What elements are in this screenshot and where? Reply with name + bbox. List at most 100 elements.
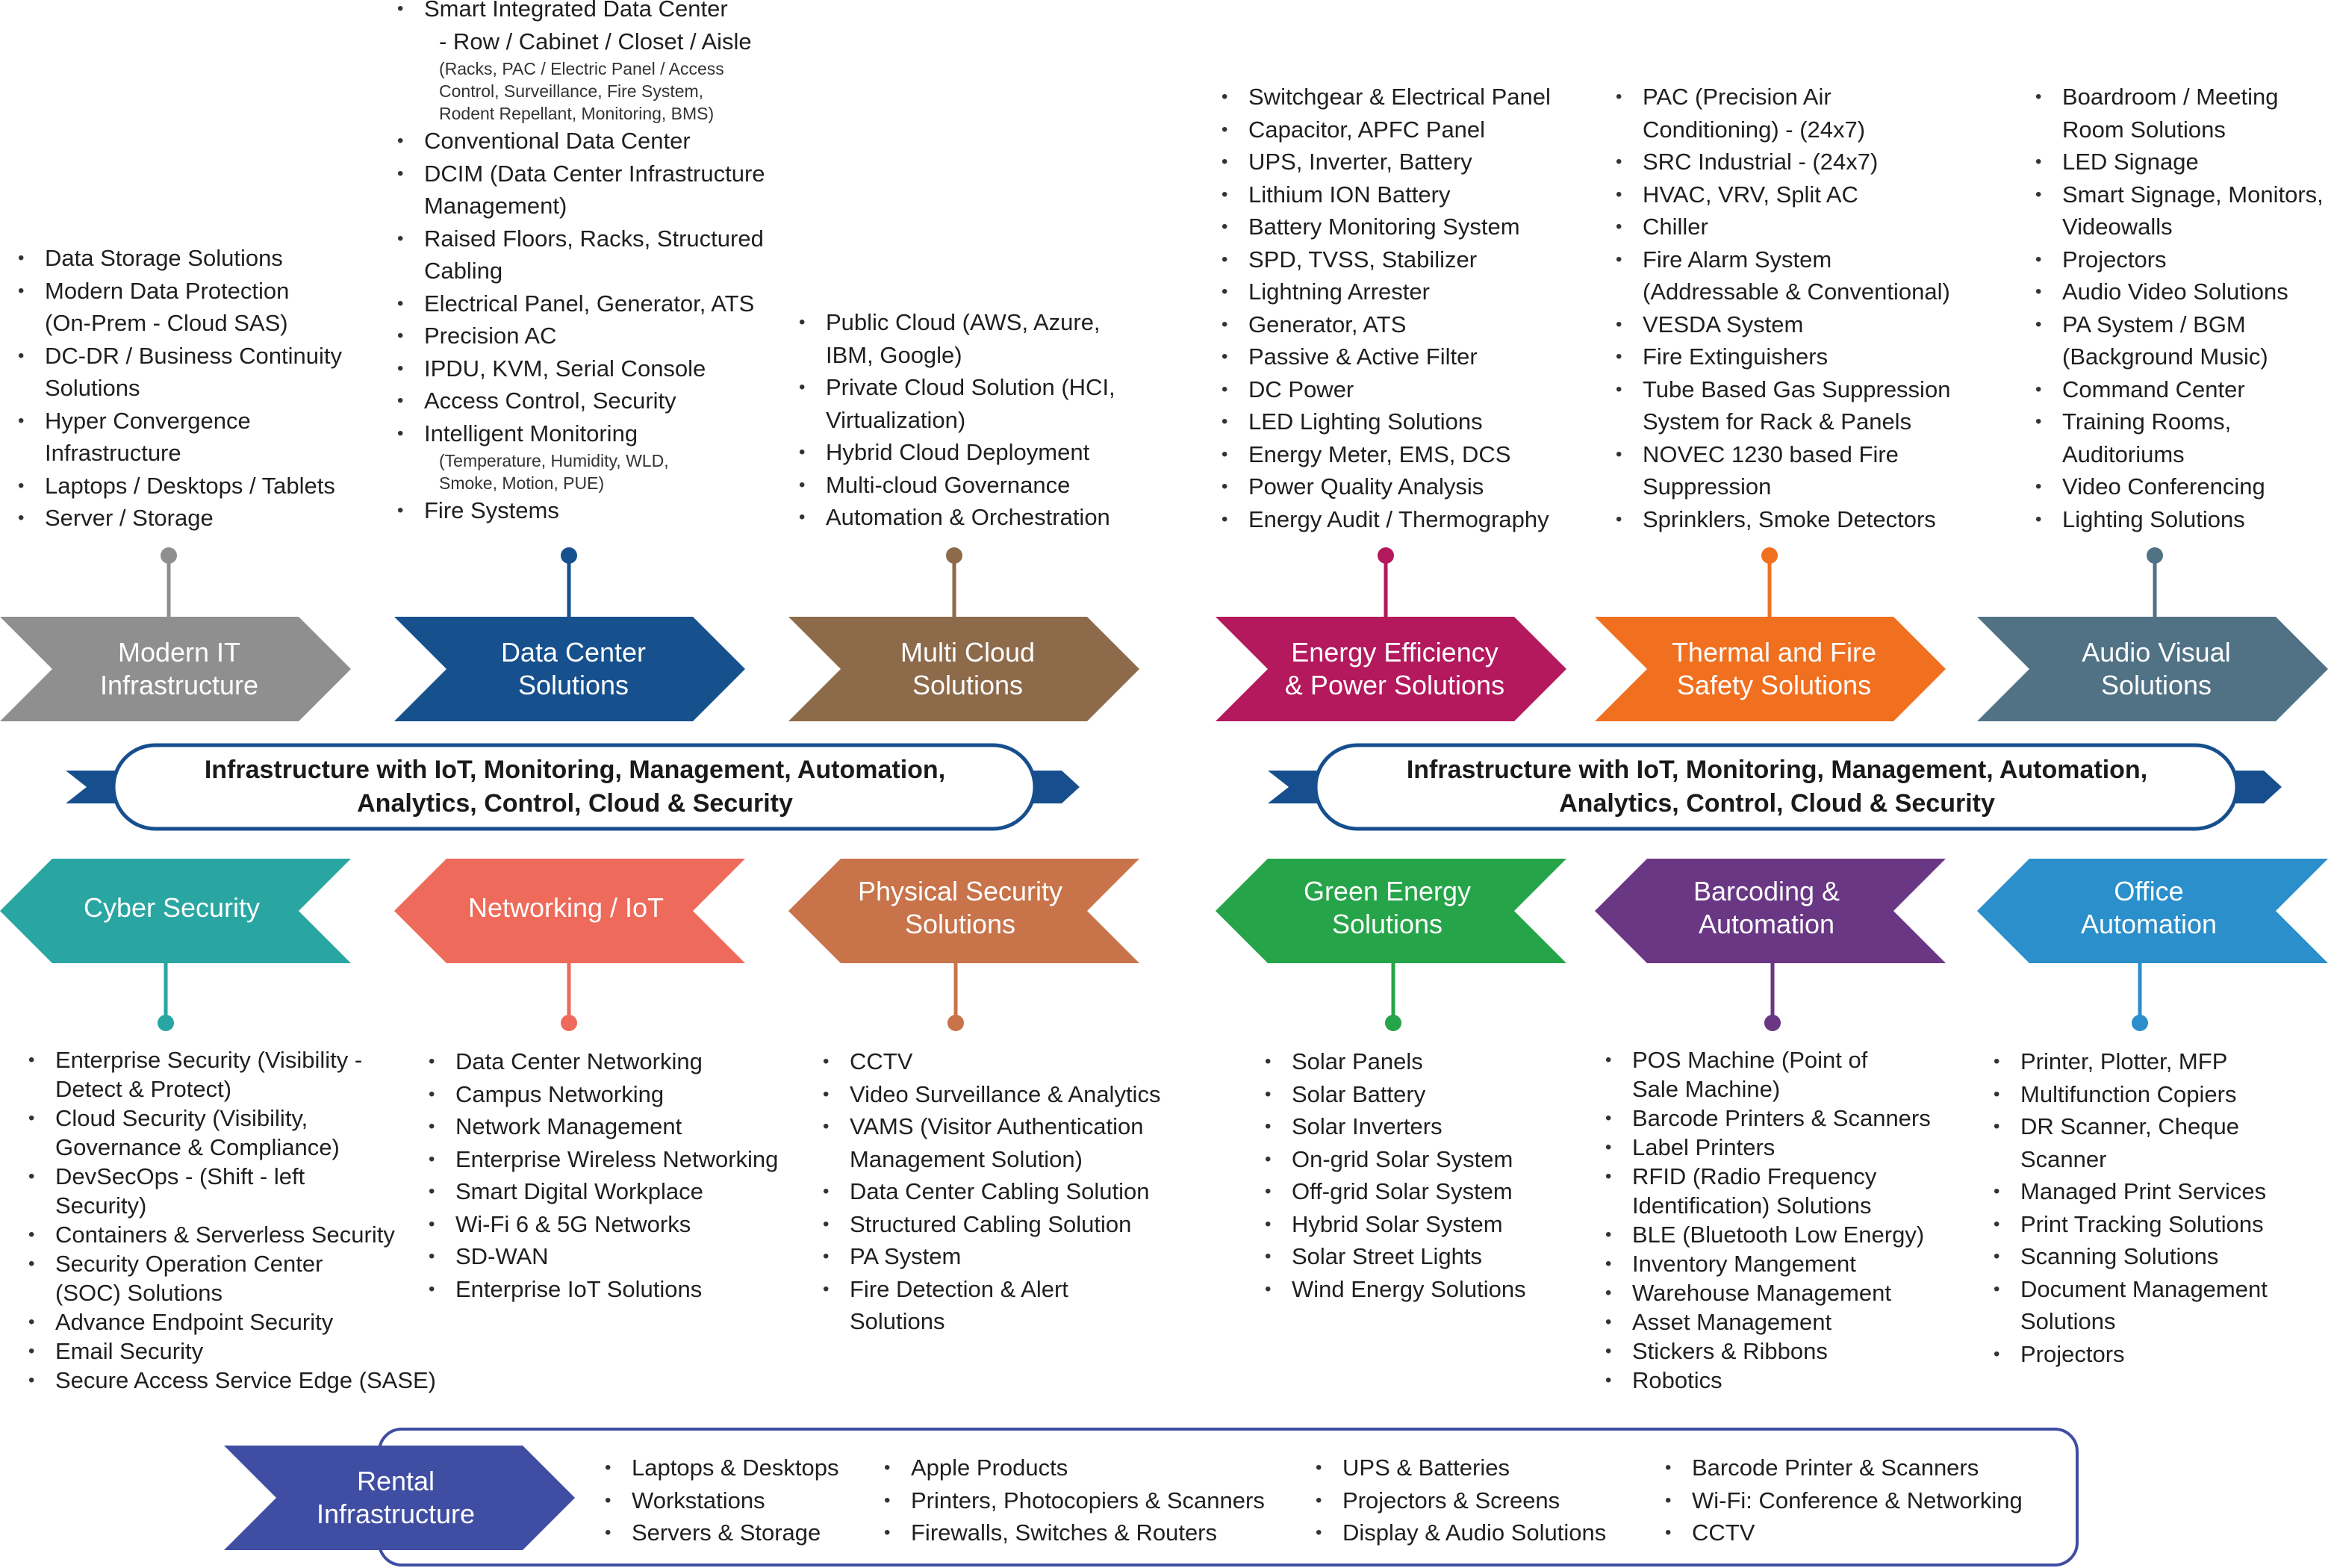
- item-text: Workstations: [632, 1487, 765, 1513]
- chevron-bottom-2: [788, 859, 1139, 963]
- list-item: Data Storage Solutions: [15, 242, 366, 275]
- item-text: Label Printers: [1632, 1134, 1776, 1160]
- list-item: POS Machine (Point of Sale Machine): [1602, 1045, 1991, 1104]
- item-text: POS Machine (Point of: [1632, 1047, 1868, 1073]
- list-item: Modern Data Protection(On-Prem - Cloud S…: [15, 275, 366, 340]
- connector-dot-top-3: [1378, 547, 1394, 564]
- list-item: Capacitor, APFC Panel: [1219, 113, 1607, 146]
- list-item: Advance Endpoint Security: [25, 1307, 444, 1337]
- list-item: IPDU, KVM, Serial Console: [394, 352, 782, 385]
- item-text: Laptops / Desktops / Tablets: [45, 472, 335, 499]
- item-text: IPDU, KVM, Serial Console: [424, 355, 706, 382]
- list-item: Multifunction Copiers: [1991, 1078, 2327, 1111]
- list-item: Automation & Orchestration: [796, 501, 1184, 534]
- list-item: Video Surveillance & Analytics: [820, 1078, 1208, 1111]
- banner-label-left: Infrastructure with IoT, Monitoring, Man…: [119, 750, 1030, 824]
- item-text: Print Tracking Solutions: [2020, 1210, 2264, 1237]
- category-items-bottom-3: Solar PanelsSolar BatterySolar Inverters…: [1262, 1045, 1590, 1305]
- chevron-bottom-0: [0, 859, 351, 963]
- item-text: Structured Cabling Solution: [850, 1210, 1132, 1237]
- category-items-bottom-0: Enterprise Security (Visibility -Detect …: [25, 1045, 444, 1395]
- rental-item: Servers & Storage: [602, 1516, 1020, 1549]
- item-note: Smoke, Motion, PUE): [439, 473, 605, 493]
- list-item: Solar Panels: [1262, 1045, 1590, 1078]
- rental-column-0: Laptops & DesktopsWorkstationsServers & …: [602, 1452, 1020, 1549]
- banner-left-line1: Infrastructure with IoT, Monitoring, Man…: [204, 756, 946, 784]
- banner-left-line2: Analytics, Control, Cloud & Security: [357, 789, 793, 818]
- list-item: Robotics: [1602, 1366, 1991, 1395]
- list-item: DC Power: [1219, 373, 1607, 406]
- list-item: Campus Networking: [426, 1078, 814, 1111]
- item-text: Passive & Active Filter: [1248, 343, 1478, 370]
- connector-dot-top-1: [561, 547, 577, 564]
- list-item: Precision AC: [394, 320, 782, 352]
- item-text: Solar Battery: [1292, 1080, 1426, 1107]
- connector-dot-top-5: [2147, 547, 2163, 564]
- list-item: Fire Systems: [394, 494, 782, 527]
- connector-dot-bottom-1: [561, 1015, 577, 1031]
- list-item: Conventional Data Center: [394, 125, 782, 158]
- chevron-top-1: [394, 617, 745, 721]
- rental-item: Laptops & Desktops: [602, 1452, 1020, 1484]
- item-text-continued: IBM, Google): [826, 341, 962, 368]
- item-text: Video Conferencing: [2062, 473, 2265, 500]
- list-item: Sprinklers, Smoke Detectors: [1613, 503, 2001, 536]
- item-text: Enterprise Wireless Networking: [455, 1145, 779, 1172]
- list-item: PA System / BGM(Background Music): [2032, 308, 2331, 373]
- item-text: Private Cloud Solution (HCI,: [826, 374, 1115, 400]
- item-text: Email Security: [55, 1338, 204, 1364]
- item-text-continued: (Background Music): [2062, 343, 2268, 370]
- list-item: Cloud Security (Visibility,Governance & …: [25, 1104, 444, 1162]
- item-text: Lithium ION Battery: [1248, 181, 1451, 208]
- chevron-top-2: [788, 617, 1139, 721]
- item-text-continued: Solutions: [2020, 1308, 2116, 1334]
- item-text-continued: Security): [55, 1192, 147, 1219]
- list-item: Wind Energy Solutions: [1262, 1273, 1590, 1306]
- item-text: Precision AC: [424, 323, 557, 349]
- item-text: Data Storage Solutions: [45, 245, 283, 271]
- list-item: Hybrid Solar System: [1262, 1208, 1590, 1241]
- list-item: Enterprise IoT Solutions: [426, 1273, 814, 1306]
- item-text: Battery Monitoring System: [1248, 214, 1520, 240]
- rental-item: Workstations: [602, 1484, 1020, 1517]
- item-text: Chiller: [1643, 214, 1708, 240]
- item-text: Managed Print Services: [2020, 1178, 2267, 1204]
- item-text: CCTV: [850, 1048, 913, 1074]
- item-text-continued: Detect & Protect): [55, 1076, 232, 1102]
- item-text-continued: Sale Machine): [1632, 1076, 1781, 1102]
- item-text: DevSecOps - (Shift - left: [55, 1163, 305, 1189]
- chevron-bottom-1: [394, 859, 745, 963]
- item-text-continued: Infrastructure: [45, 440, 181, 466]
- item-text: SD-WAN: [455, 1243, 549, 1269]
- item-text: Public Cloud (AWS, Azure,: [826, 309, 1101, 335]
- item-text: Display & Audio Solutions: [1342, 1519, 1607, 1546]
- banner-right-line1: Infrastructure with IoT, Monitoring, Man…: [1406, 756, 2148, 784]
- list-item: Lightning Arrester: [1219, 276, 1607, 308]
- item-text: HVAC, VRV, Split AC: [1643, 181, 1858, 208]
- connector-dot-top-0: [161, 547, 177, 564]
- list-item: Print Tracking Solutions: [1991, 1208, 2327, 1241]
- banner-label-right: Infrastructure with IoT, Monitoring, Man…: [1322, 750, 2232, 824]
- list-item: VESDA System: [1613, 308, 2001, 341]
- item-text: Secure Access Service Edge (SASE): [55, 1367, 437, 1393]
- list-item: Electrical Panel, Generator, ATS: [394, 287, 782, 320]
- list-item: Multi-cloud Governance: [796, 469, 1184, 502]
- item-text-continued: (On-Prem - Cloud SAS): [45, 310, 288, 336]
- connector-dot-bottom-4: [1764, 1015, 1781, 1031]
- list-item: Private Cloud Solution (HCI,Virtualizati…: [796, 371, 1184, 436]
- item-text: Security Operation Center: [55, 1251, 323, 1277]
- chevron-bottom-3: [1216, 859, 1566, 963]
- list-item: Chiller: [1613, 211, 2001, 243]
- item-text: Printer, Plotter, MFP: [2020, 1048, 2228, 1074]
- list-item: Generator, ATS: [1219, 308, 1607, 341]
- connector-dot-bottom-5: [2132, 1015, 2148, 1031]
- list-item: On-grid Solar System: [1262, 1143, 1590, 1176]
- list-item: Wi-Fi 6 & 5G Networks: [426, 1208, 814, 1241]
- item-text: Cloud Security (Visibility,: [55, 1105, 308, 1131]
- item-text: Hyper Convergence: [45, 407, 251, 434]
